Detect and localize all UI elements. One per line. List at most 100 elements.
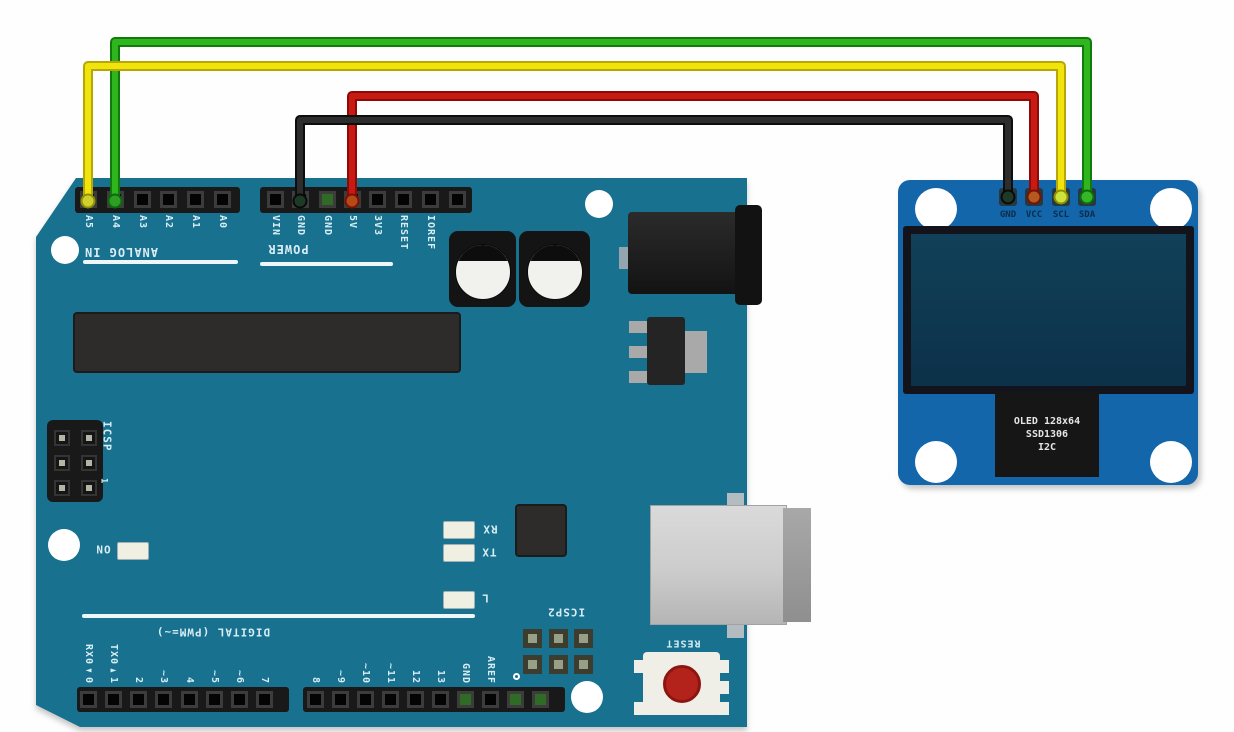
mount-hole: [571, 681, 603, 713]
pin-label-~3: ~3: [158, 669, 169, 684]
usb-connector: [650, 505, 787, 625]
tx-label: TX: [481, 545, 497, 559]
pin-label-8: 8: [310, 676, 321, 684]
oled-screen: [911, 234, 1186, 386]
oled-pad-sda: [1078, 188, 1096, 206]
atmega-chip: [73, 312, 461, 373]
pin-~11: [381, 691, 399, 708]
regulator-pad: [685, 331, 707, 373]
usb-interface-chip: [515, 504, 567, 557]
pin-label-tx0►1: TX0►1: [108, 643, 119, 684]
icsp-pin: [54, 480, 70, 496]
mount-hole: [915, 188, 957, 230]
oled-pad-label-scl: SCL: [1052, 210, 1070, 220]
oled-pad-label-sda: SDA: [1078, 210, 1096, 220]
capacitor-top: [455, 244, 511, 300]
icsp2-pin: [573, 654, 593, 674]
regulator-pad: [629, 371, 647, 383]
pin-~9: [331, 691, 349, 708]
reset-button[interactable]: [663, 665, 701, 703]
pin-label-3v3: 3V3: [372, 215, 383, 237]
pin-~10: [356, 691, 374, 708]
pin-5v: [343, 191, 361, 208]
pin-label-~9: ~9: [335, 669, 346, 684]
pin-label-gnd: GND: [460, 662, 471, 684]
oled-pad-label-gnd: GND: [999, 210, 1017, 220]
usb-connector-end: [783, 508, 811, 622]
reset-label: RESET: [665, 637, 701, 649]
oled-pad-gnd: [999, 188, 1017, 206]
pin-label-gnd: GND: [295, 215, 306, 237]
capacitor-top: [527, 244, 583, 300]
icsp2-pin: [548, 628, 568, 648]
pin-gnd: [456, 691, 474, 708]
pin-vin: [266, 191, 284, 208]
pin-3v3: [368, 191, 386, 208]
oled-pad-vcc: [1025, 188, 1043, 206]
mount-hole: [1150, 441, 1192, 483]
icsp2-pin: [548, 654, 568, 674]
pin-label-reset: RESET: [398, 215, 409, 251]
reset-button-tab: [717, 681, 729, 694]
pin-4: [180, 691, 198, 708]
pin-2: [129, 691, 147, 708]
pin-~6: [230, 691, 248, 708]
pin-label-gnd: GND: [322, 215, 333, 237]
mount-hole: [51, 236, 79, 264]
pin-a3: [133, 191, 151, 208]
l-led: [443, 591, 475, 609]
pin-label-~11: ~11: [385, 662, 396, 684]
voltage-regulator: [647, 317, 685, 385]
pin-label-a4: A4: [110, 215, 121, 230]
rx-label: RX: [482, 522, 498, 536]
pin-power-7: [448, 191, 466, 208]
pin-gnd: [318, 191, 336, 208]
pin-13: [431, 691, 449, 708]
pin-label-4: 4: [184, 676, 195, 684]
pin-label-ioref: IOREF: [425, 215, 436, 251]
rx-led: [443, 521, 475, 539]
icsp-pin: [54, 430, 70, 446]
pin-label-aref: AREF: [485, 655, 496, 684]
l-label: L: [481, 591, 489, 605]
pin-label-a2: A2: [163, 215, 174, 230]
icsp-label: ICSP: [100, 421, 114, 452]
barrel-jack-pin: [619, 247, 629, 269]
on-label: ON: [95, 542, 111, 556]
pin-7: [255, 691, 273, 708]
pin-label-a1: A1: [190, 215, 201, 230]
pin-a5: [79, 191, 97, 208]
pin-label-a5: A5: [83, 215, 94, 230]
icsp-pin1-label: 1: [98, 478, 109, 485]
icsp2-pin: [573, 628, 593, 648]
pin-label-vin: VIN: [270, 215, 281, 237]
pin-digital-b-9: [531, 691, 549, 708]
reset-button-tab: [717, 660, 729, 673]
icsp-pin: [81, 430, 97, 446]
oled-label-line: SSD1306: [1025, 429, 1069, 440]
oled-pad-label-vcc: VCC: [1025, 210, 1043, 220]
pin-label-a0: A0: [217, 215, 228, 230]
icsp2-pin: [522, 628, 542, 648]
pin-a4: [106, 191, 124, 208]
pin-label-2: 2: [133, 676, 144, 684]
pin-reset: [394, 191, 412, 208]
mount-hole: [585, 190, 613, 218]
pin-a1: [186, 191, 204, 208]
mount-hole: [915, 441, 957, 483]
pin-label-13: 13: [435, 669, 446, 684]
power-divider-line: [260, 262, 393, 266]
pin-~3: [154, 691, 172, 708]
pin-~5: [205, 691, 223, 708]
pin-label-7: 7: [259, 676, 270, 684]
pin-label-12: 12: [410, 669, 421, 684]
pin-label-~5: ~5: [209, 669, 220, 684]
regulator-pad: [629, 346, 647, 358]
pin-gnd: [291, 191, 309, 208]
pin-12: [406, 691, 424, 708]
pin-a2: [159, 191, 177, 208]
barrel-jack: [628, 212, 740, 294]
tx-led: [443, 544, 475, 562]
icsp-pin: [81, 480, 97, 496]
pin-aref: [481, 691, 499, 708]
